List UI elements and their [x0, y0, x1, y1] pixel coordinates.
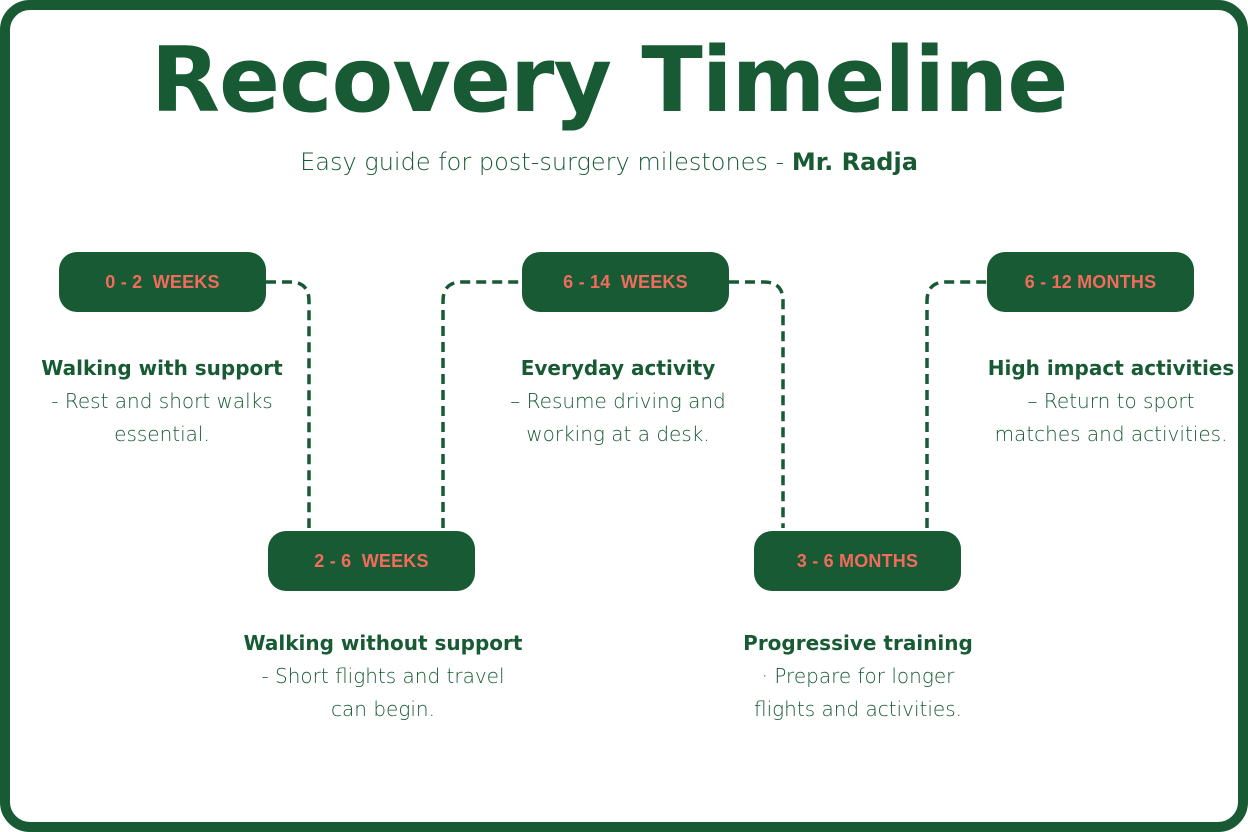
milestone-text-line: · Prepare for longer [761, 664, 955, 688]
milestone-description-1: Walking with support - Rest and short wa… [12, 352, 312, 451]
milestone-period-1: 0 - 2 WEEKS [59, 252, 266, 312]
milestone-text-line: flights and activities. [754, 697, 962, 721]
milestone-heading: High impact activities [987, 356, 1235, 380]
milestone-text-line: can begin. [331, 697, 435, 721]
subtitle-text: Easy guide for post-surgery milestones - [300, 148, 792, 176]
milestone-text-line: – Resume driving and [510, 389, 726, 413]
milestone-text-line: – Return to sport [1027, 389, 1195, 413]
milestone-text-line: - Short flights and travel [261, 664, 505, 688]
page-subtitle: Easy guide for post-surgery milestones -… [0, 146, 1218, 178]
milestone-text-line: - Rest and short walks [51, 389, 273, 413]
milestone-text-line: matches and activities. [994, 422, 1228, 446]
page-title: Recovery Timeline [150, 28, 1069, 133]
milestone-heading: Walking with support [41, 356, 283, 380]
milestone-text-line: working at a desk. [526, 422, 710, 446]
milestone-heading: Walking without support [243, 631, 523, 655]
milestone-description-5: High impact activities – Return to sport… [961, 352, 1248, 451]
milestone-heading: Progressive training [743, 631, 973, 655]
milestone-description-2: Walking without support - Short flights … [233, 627, 533, 726]
milestone-period-5: 6 - 12 MONTHS [987, 252, 1194, 312]
milestone-heading: Everyday activity [520, 356, 716, 380]
subtitle-author: Mr. Radja [791, 148, 918, 176]
milestone-period-2: 2 - 6 WEEKS [268, 531, 475, 591]
milestone-text-line: essential. [114, 422, 210, 446]
milestone-period-3: 6 - 14 WEEKS [522, 252, 729, 312]
milestone-description-3: Everyday activity – Resume driving and w… [468, 352, 768, 451]
milestone-description-4: Progressive training · Prepare for longe… [708, 627, 1008, 726]
milestone-period-4: 3 - 6 MONTHS [754, 531, 961, 591]
